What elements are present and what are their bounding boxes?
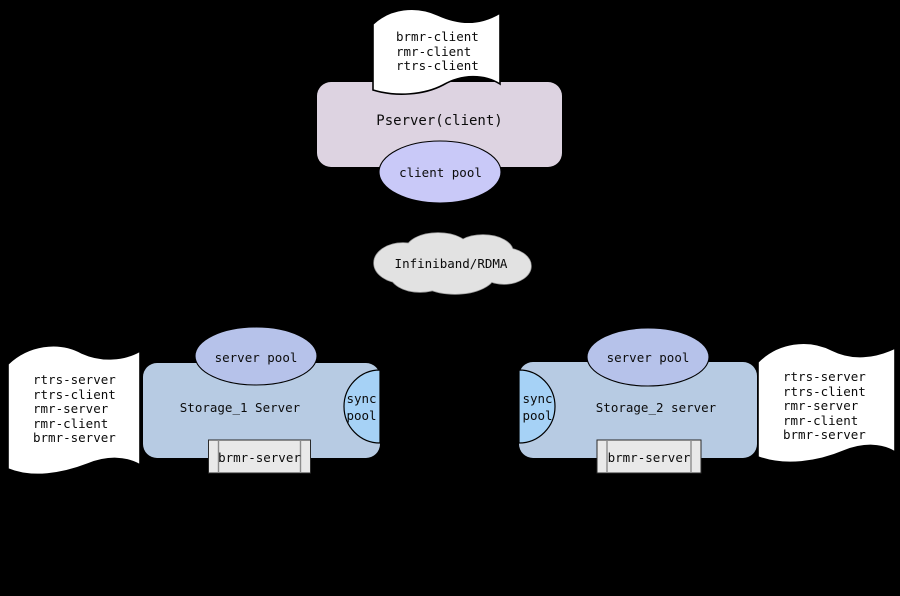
storage1-sync-pool-label: sync pool — [343, 390, 380, 424]
client-manifest-document — [372, 8, 501, 95]
manifest-line: rtrs-client — [33, 386, 116, 402]
network-cloud-fill — [374, 233, 531, 294]
storage1-server-pool-label: server pool — [214, 350, 298, 365]
storage2-process-label: brmr-server — [607, 450, 691, 465]
manifest-line: rmr-server — [33, 401, 109, 416]
storage2-label: Storage_2 server — [595, 400, 717, 415]
client-manifest-text: brmr-client rmr-client rtrs-client — [396, 29, 479, 74]
storage2-server-pool-ellipse — [586, 327, 710, 387]
storage2-manifest-text: rtrs-server rtrs-client rmr-server rmr-c… — [783, 369, 866, 443]
network-cloud-label: Infiniband/RDMA — [394, 256, 508, 271]
storage2-sync-pool-shape — [518, 369, 556, 444]
manifest-line: rtrs-client — [396, 58, 479, 73]
pserver-client-box — [317, 82, 562, 167]
manifest-line: rmr-client — [396, 43, 472, 59]
sync-label-line: pool — [346, 408, 377, 423]
sync-label-line: sync — [346, 391, 377, 406]
storage1-manifest-text: rtrs-server rtrs-client rmr-server rmr-c… — [33, 372, 116, 446]
storage1-label: Storage_1 Server — [179, 400, 301, 415]
manifest-line: brmr-server — [33, 430, 116, 445]
client-pool-label: client pool — [399, 165, 482, 180]
manifest-line: rtrs-server — [783, 369, 866, 384]
sync-label-line: sync — [522, 391, 553, 406]
storage2-manifest-document — [757, 342, 896, 464]
manifest-line: brmr-server — [783, 427, 866, 442]
manifest-line: rtrs-client — [783, 383, 866, 399]
pserver-client-label: Pserver(client) — [376, 113, 503, 129]
manifest-line: brmr-client — [396, 29, 479, 44]
storage1-box — [143, 363, 380, 458]
storage2-process-box — [596, 439, 702, 474]
sync-label-line: pool — [522, 408, 553, 423]
storage1-server-pool-ellipse — [194, 326, 318, 386]
storage2-sync-pool-label: sync pool — [519, 390, 556, 424]
manifest-line: rmr-client — [33, 415, 109, 431]
storage1-process-box — [208, 439, 311, 474]
storage1-process-label: brmr-server — [218, 450, 301, 465]
client-pool-ellipse — [378, 140, 502, 204]
manifest-line: rmr-client — [783, 412, 859, 428]
storage2-server-pool-label: server pool — [606, 350, 690, 365]
manifest-line: rtrs-server — [33, 372, 116, 387]
storage1-sync-pool-shape — [343, 369, 381, 444]
manifest-line: rmr-server — [783, 398, 859, 413]
storage1-manifest-document — [7, 344, 141, 476]
storage2-box — [519, 362, 757, 458]
